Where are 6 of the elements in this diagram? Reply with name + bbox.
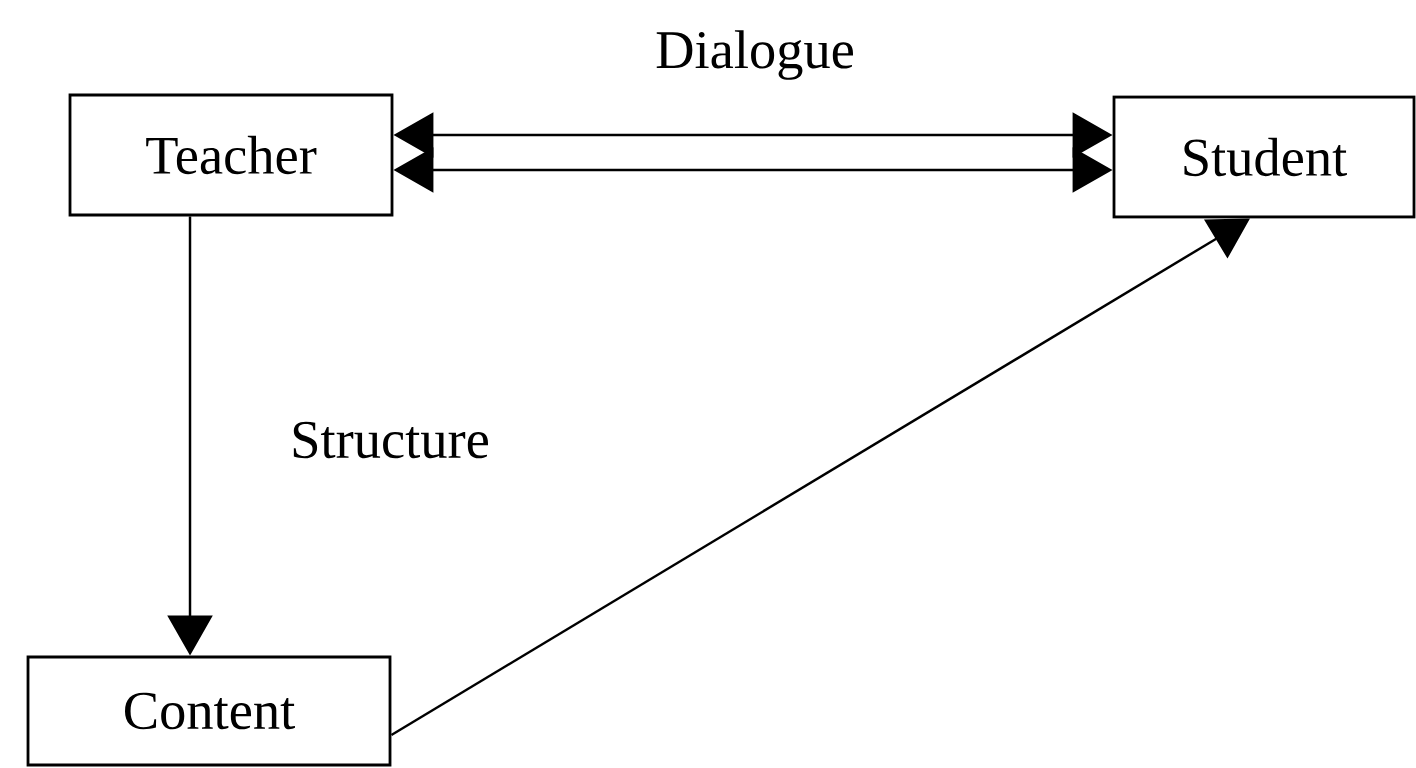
edge-label: Dialogue	[651, 26, 859, 84]
edge-label: Structure	[286, 418, 494, 462]
arrow	[390, 218, 1250, 737]
label-box: Teacher	[68, 93, 394, 217]
label-box: Student	[1112, 95, 1416, 219]
label-box: Content	[26, 655, 392, 767]
